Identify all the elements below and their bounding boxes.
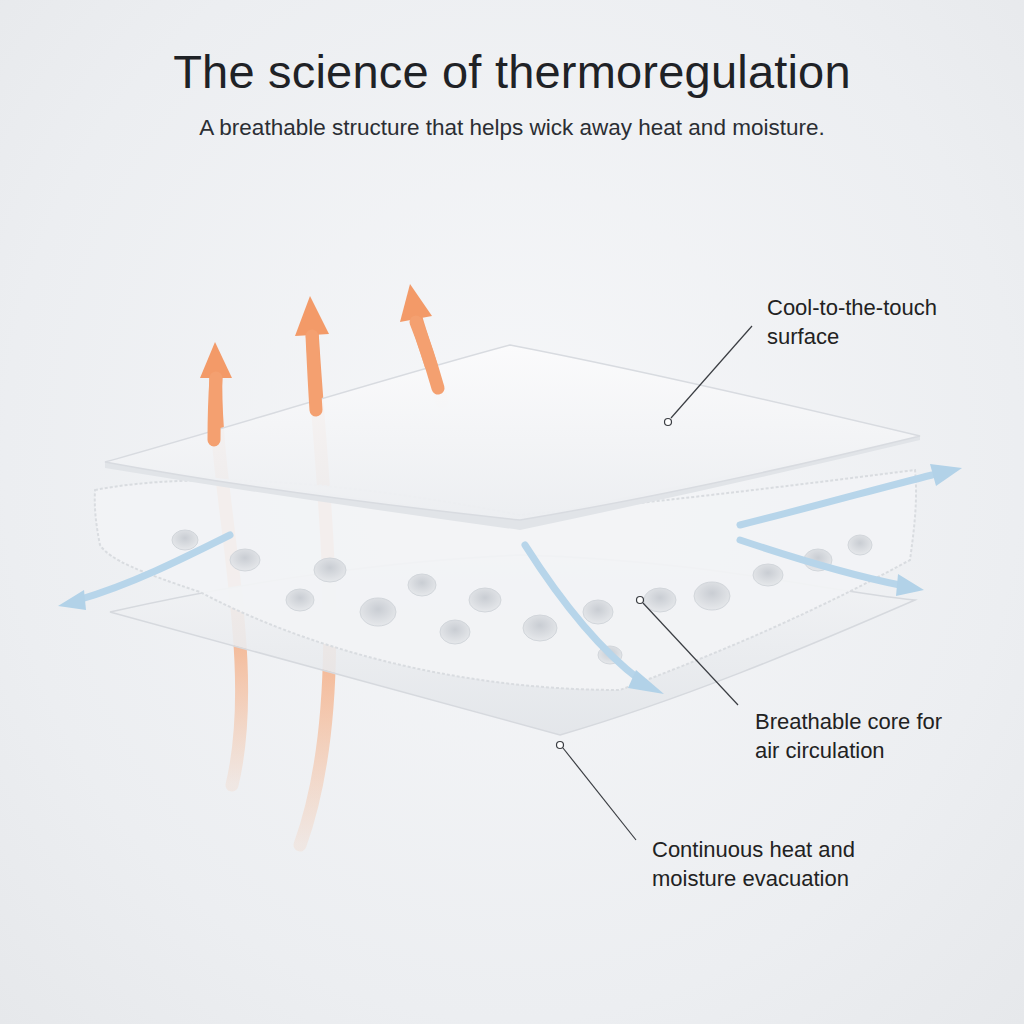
callout-label: Cool-to-the-touch surface bbox=[767, 294, 989, 351]
air-arrows bbox=[78, 475, 932, 680]
leader-dots bbox=[557, 419, 672, 749]
diagram-title: The science of thermoregulation bbox=[0, 44, 1024, 99]
diagram-subtitle: A breathable structure that helps wick a… bbox=[0, 115, 1024, 141]
air-arrowheads bbox=[58, 464, 962, 694]
leader-lines bbox=[563, 326, 752, 840]
heat-arrows-upper bbox=[214, 322, 438, 440]
callout-label: Continuous heat and moisture evacuation bbox=[652, 836, 870, 893]
callout-label: Breathable core for air circulation bbox=[755, 708, 951, 765]
top-sheet bbox=[105, 345, 920, 520]
